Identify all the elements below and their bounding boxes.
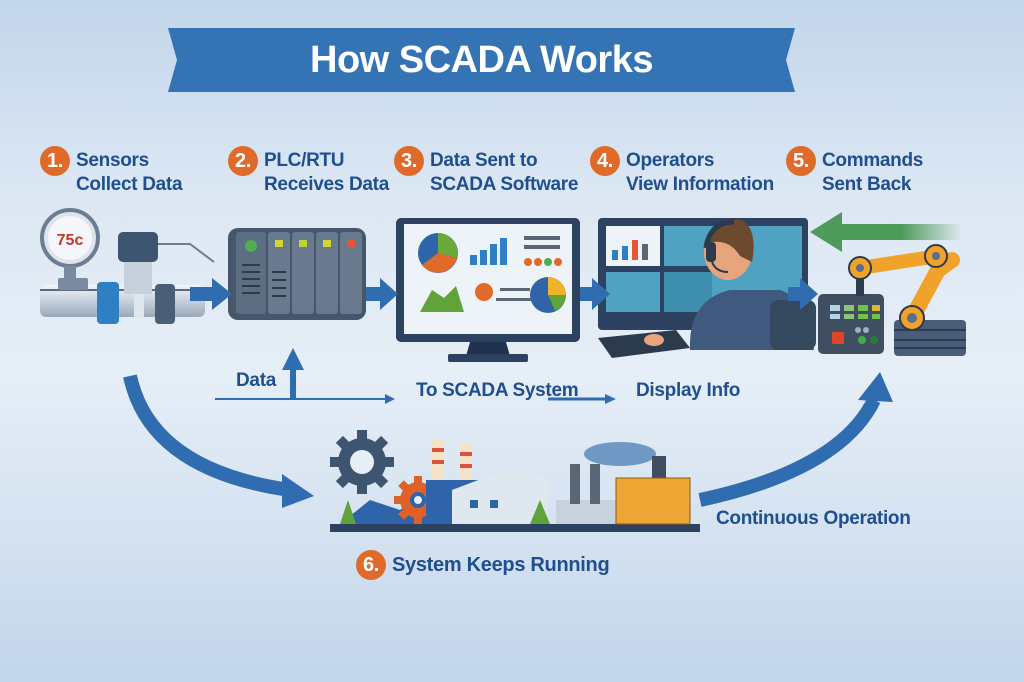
step-number-badge: 6.	[356, 550, 386, 580]
step-3-data-sent: 3. Data Sent to SCADA Software	[394, 146, 579, 197]
return-commands-arrow	[810, 212, 962, 252]
step-subtitle: SCADA Software	[430, 174, 579, 195]
title-banner	[168, 28, 795, 92]
step-5-commands: 5. Commands Sent Back	[786, 146, 924, 197]
step-title: Operators	[626, 150, 715, 171]
label-to-scada-system: To SCADA System	[416, 380, 579, 401]
gauge-reading: 75c	[57, 232, 84, 249]
step-1-sensors: 1. Sensors Collect Data	[40, 146, 183, 197]
sensor-illustration: 75c	[40, 208, 215, 324]
step-title: Data Sent to	[430, 150, 538, 171]
step-title: PLC/RTU	[264, 150, 345, 171]
curved-arrow-continuous	[698, 396, 881, 507]
robot-arm-illustration	[818, 244, 966, 356]
step-title: Sensors	[76, 150, 149, 171]
arrow-operator-to-robot	[788, 278, 818, 310]
step-number-badge: 3.	[394, 146, 424, 176]
step-number-badge: 1.	[40, 146, 70, 176]
step-6-system-running: 6. System Keeps Running	[356, 550, 610, 580]
industrial-plant-illustration	[330, 430, 700, 532]
operator-workstation-illustration	[598, 218, 816, 358]
step-subtitle: Receives Data	[264, 174, 389, 195]
step-subtitle: Sent Back	[822, 174, 912, 195]
step-title: System Keeps Running	[392, 554, 610, 576]
curved-arrow-to-system	[123, 374, 291, 497]
step-subtitle: Collect Data	[76, 174, 183, 195]
label-data: Data	[236, 370, 276, 391]
step-title: Commands	[822, 150, 924, 171]
step-4-operators: 4. Operators View Information	[590, 146, 774, 197]
step-subtitle: View Information	[626, 174, 774, 195]
arrow-plc-to-monitor	[366, 278, 398, 310]
step-number-badge: 4.	[590, 146, 620, 176]
page-title: How SCADA Works	[310, 39, 653, 81]
arrow-monitor-to-operator	[580, 278, 610, 310]
data-flow-lines	[215, 348, 616, 404]
scada-monitor-illustration	[396, 218, 580, 362]
label-display-info: Display Info	[636, 380, 741, 401]
step-number-badge: 5.	[786, 146, 816, 176]
step-2-plc-rtu: 2. PLC/RTU Receives Data	[228, 146, 389, 197]
plc-rack-illustration	[228, 228, 366, 320]
step-number-badge: 2.	[228, 146, 258, 176]
arrow-sensor-to-plc	[190, 278, 232, 310]
label-continuous-operation: Continuous Operation	[716, 508, 911, 529]
